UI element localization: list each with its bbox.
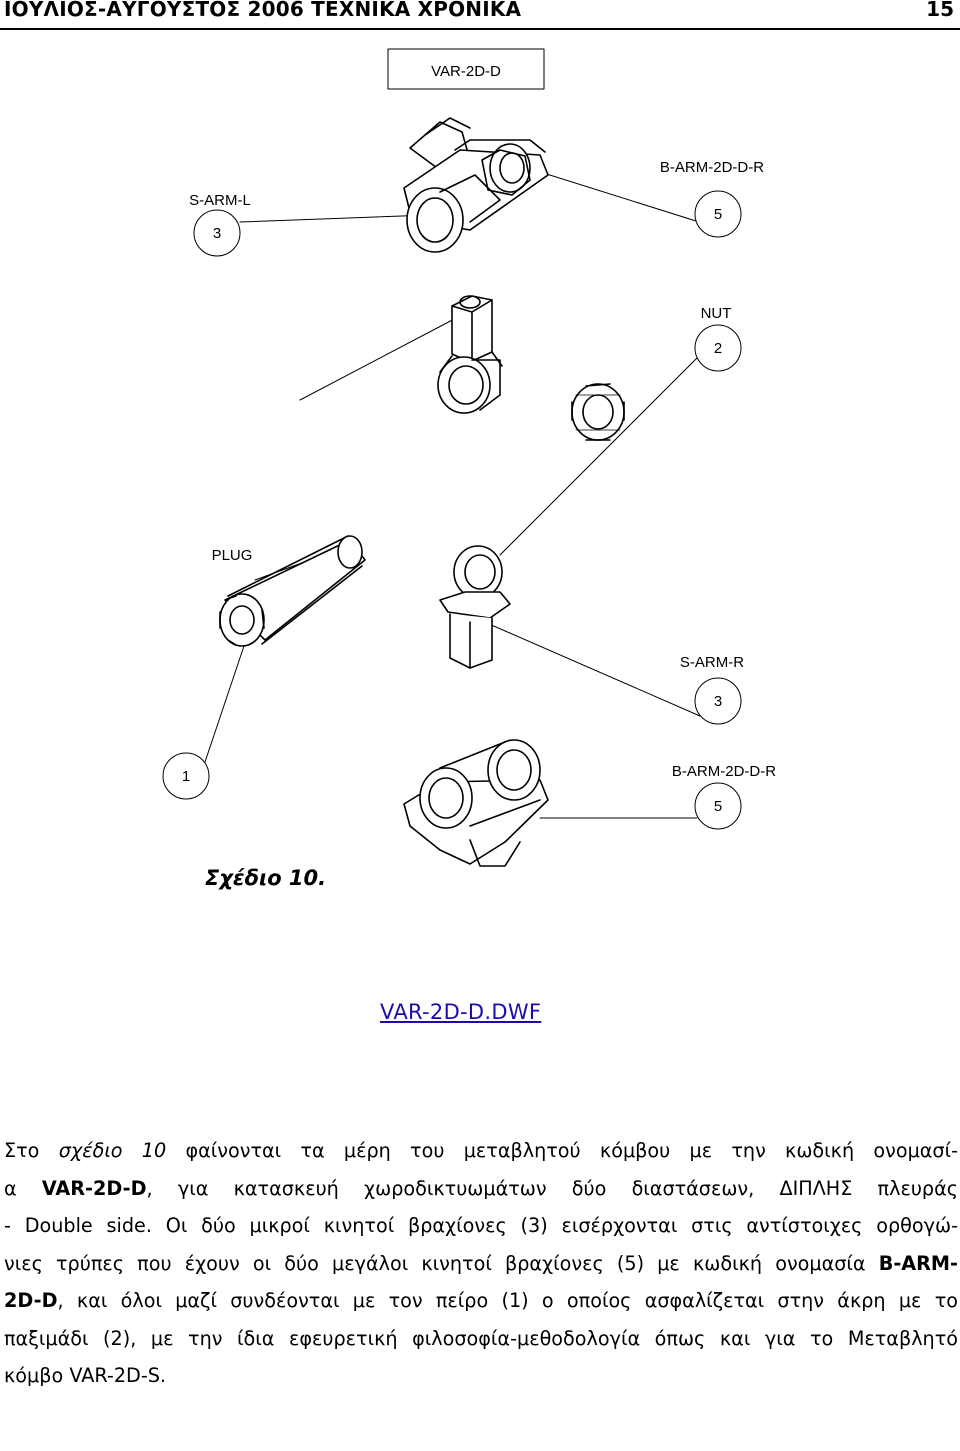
figure-caption: Σχέδιο 10.	[205, 866, 327, 890]
exploded-assembly-drawing: VAR-2D-D B-ARM-2D-D-R 5 S-ARM-L 3 NUT 2 …	[162, 48, 776, 867]
plug-label: PLUG	[212, 547, 253, 564]
b-arm-top-number: 5	[714, 206, 722, 223]
body-line-1: Στο σχέδιο 10 φαίνονται τα μέρη του μετα…	[4, 1139, 959, 1162]
leader-lines	[204, 164, 701, 819]
drawing-title: VAR-2D-D	[431, 63, 501, 80]
label-b-arm-top: B-ARM-2D-D-R 5	[660, 159, 764, 238]
nut-label: NUT	[701, 305, 732, 322]
label-plug: PLUG	[212, 547, 253, 564]
s-arm-l-part	[437, 295, 503, 414]
body-line-6: παξιμάδι (2), με την ίδια εφευρετική φιλ…	[4, 1326, 958, 1350]
b-arm-top-label: B-ARM-2D-D-R	[660, 159, 764, 176]
plug-part	[219, 535, 366, 647]
body-line-3: - Double side. Οι δύο μικροί κινητοί βρα…	[4, 1214, 958, 1237]
label-pin: 1	[162, 752, 210, 800]
figure-reference: σχέδιο 10	[58, 1139, 167, 1162]
body-line-5: 2D-D, και όλοι μαζί συνδέονται με τον πε…	[4, 1289, 958, 1312]
dwf-file-link[interactable]: VAR-2D-D.DWF	[380, 1000, 542, 1024]
s-arm-r-number: 3	[714, 693, 722, 710]
label-nut: NUT 2	[694, 305, 742, 372]
s-arm-l-number: 3	[213, 225, 221, 242]
s-arm-r-part	[439, 545, 511, 669]
b-arm-bottom-part	[403, 739, 549, 867]
label-s-arm-r: S-ARM-R 3	[680, 654, 744, 725]
body-line-4: νιες τρύπες που έχουν οι δύο μεγάλοι κιν…	[4, 1251, 958, 1275]
b-arm-top-part	[403, 117, 549, 253]
page-header: ΙΟΥΛΙΟΣ-ΑΥΓΟΥΣΤΟΣ 2006 ΤΕΧΝΙΚΑ ΧΡΟΝΙΚΑ 1…	[0, 0, 960, 30]
page-number: 15	[926, 0, 954, 21]
body-line-2: α VAR-2D-D, για κατασκευή χωροδικτυωμάτω…	[4, 1176, 959, 1200]
header-title: ΙΟΥΛΙΟΣ-ΑΥΓΟΥΣΤΟΣ 2006 ΤΕΧΝΙΚΑ ΧΡΟΝΙΚΑ	[4, 0, 522, 21]
body-paragraph: Στο σχέδιο 10 φαίνονται τα μέρη του μετα…	[4, 1132, 958, 1395]
s-arm-l-label: S-ARM-L	[189, 192, 251, 209]
title-box: VAR-2D-D	[387, 48, 545, 90]
label-b-arm-bottom: B-ARM-2D-D-R 5	[672, 763, 776, 830]
nut-part	[571, 383, 625, 441]
b-arm-bottom-number: 5	[714, 798, 722, 815]
label-s-arm-l: S-ARM-L 3	[189, 192, 251, 257]
nut-number: 2	[714, 340, 722, 357]
product-code-part-a: B-ARM-	[878, 1251, 958, 1275]
product-code-part-b: 2D-D	[4, 1289, 58, 1312]
header-rule	[0, 28, 960, 30]
s-arm-r-label: S-ARM-R	[680, 654, 744, 671]
b-arm-bottom-label: B-ARM-2D-D-R	[672, 763, 776, 780]
product-code: VAR-2D-D	[41, 1176, 147, 1200]
pin-number: 1	[182, 768, 190, 785]
body-line-7: κόμβο VAR-2D-S.	[4, 1364, 167, 1387]
